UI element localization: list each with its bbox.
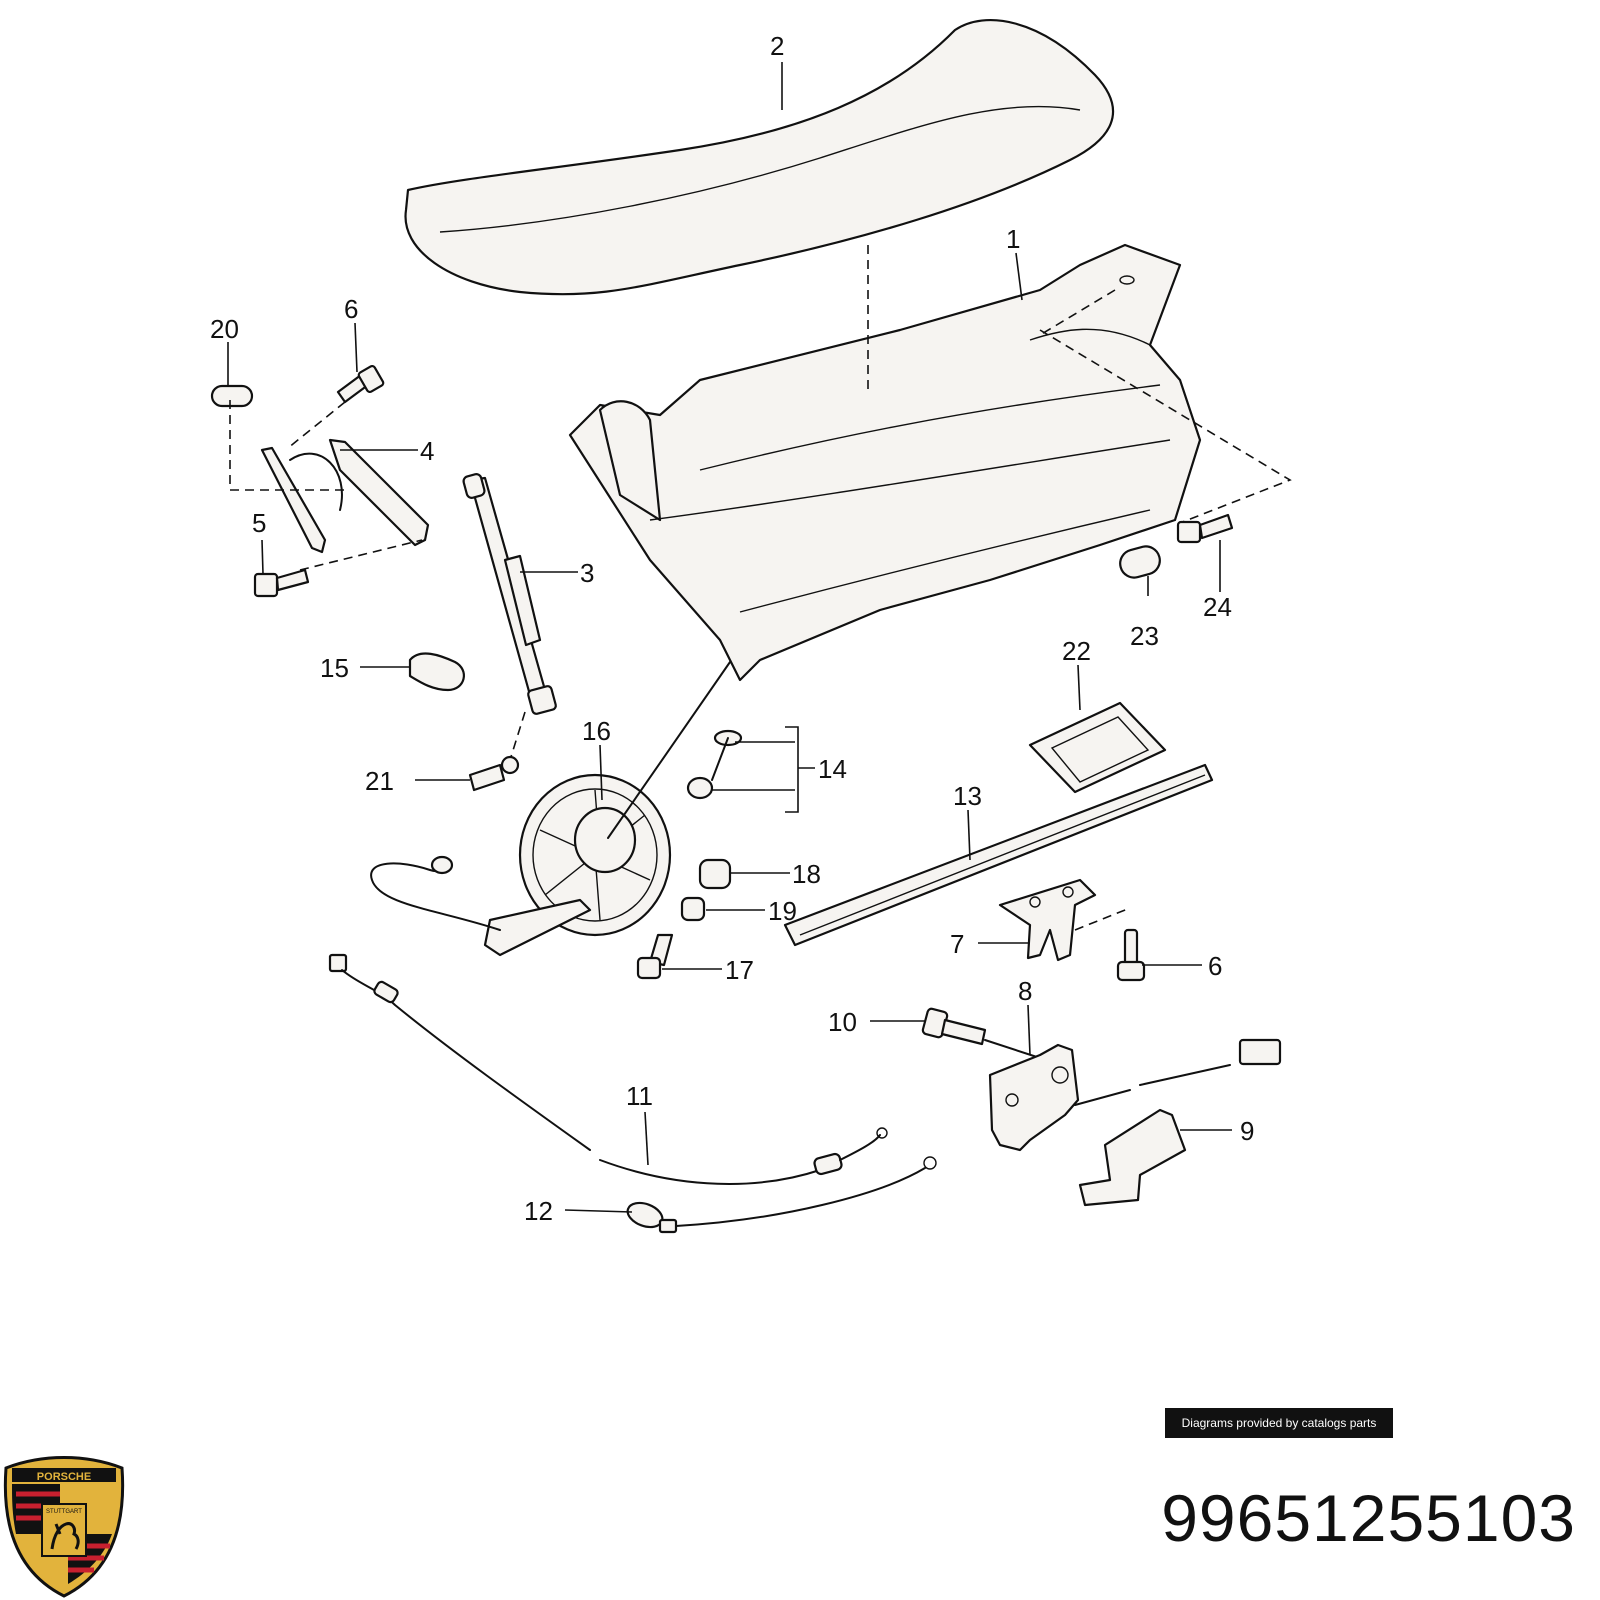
part-3-gas-strut — [462, 473, 557, 715]
callout-20: 20 — [210, 314, 239, 344]
callout-23: 23 — [1130, 621, 1159, 651]
callout-7: 7 — [950, 929, 964, 959]
part-14-grommets — [686, 729, 743, 800]
callout-2: 2 — [770, 31, 784, 61]
callout-16: 16 — [582, 716, 611, 746]
guide-hinge-bolt — [299, 539, 423, 571]
callout-18: 18 — [792, 859, 821, 889]
guide-bracket — [1074, 907, 1131, 931]
part-24-bolt — [1176, 513, 1234, 544]
part-11-release-cable — [328, 953, 888, 1185]
callout-labels: 2 1 6 20 4 5 3 15 21 16 14 22 13 18 19 1… — [210, 31, 1254, 1226]
part-22-seal — [1028, 701, 1167, 794]
part-6-bolt-right — [1116, 928, 1146, 982]
part-7-bracket — [998, 878, 1097, 962]
part-4-hinge — [260, 438, 430, 554]
guide-hinge — [287, 401, 346, 449]
callout-6: 6 — [344, 294, 358, 324]
svg-text:STUTTGART: STUTTGART — [46, 1509, 82, 1515]
callout-9: 9 — [1240, 1116, 1254, 1146]
part-5-bolt — [253, 568, 310, 598]
bracket-14 — [785, 726, 815, 813]
part-17-bolt — [636, 933, 674, 980]
part-19-bushing — [680, 896, 706, 922]
part-15-clip — [408, 652, 465, 692]
part-10-bolt — [921, 1007, 987, 1046]
part-23-cap — [1119, 545, 1161, 579]
callout-8: 8 — [1018, 976, 1032, 1006]
svg-text:PORSCHE: PORSCHE — [37, 1471, 91, 1483]
callout-10: 10 — [828, 1007, 857, 1037]
part-18-bushing — [698, 858, 732, 890]
part-9-bracket — [1078, 1108, 1187, 1207]
part-number: 99651255103 — [1161, 1481, 1576, 1555]
guide-lid-right — [1039, 329, 1292, 524]
part-8-latch — [988, 1038, 1282, 1152]
callout-12: 12 — [524, 1196, 553, 1226]
diagram-credit: Diagrams provided by catalogs parts — [1165, 1408, 1393, 1438]
part-2-spoiler — [404, 19, 1115, 296]
callout-21: 21 — [365, 766, 394, 796]
callout-24: 24 — [1203, 592, 1232, 622]
callout-1: 1 — [1006, 224, 1020, 254]
callout-3: 3 — [580, 558, 594, 588]
callout-17: 17 — [725, 955, 754, 985]
callout-22: 22 — [1062, 636, 1091, 666]
part-16-fan — [370, 773, 672, 957]
part-21-ballstud — [468, 755, 520, 792]
callout-13: 13 — [953, 781, 982, 811]
guide-fan — [607, 661, 731, 839]
part-6-bolt — [336, 364, 385, 404]
porsche-crest-logo: PORSCHE STUTTGART — [3, 1456, 125, 1598]
guide-latch — [984, 1039, 1041, 1059]
part-20-clip — [210, 384, 345, 491]
callout-4: 4 — [420, 436, 434, 466]
callout-15: 15 — [320, 653, 349, 683]
callout-11: 11 — [626, 1081, 653, 1111]
part-1-engine-lid — [568, 243, 1202, 682]
callout-6-right: 6 — [1208, 951, 1222, 981]
leader-lines — [227, 62, 1232, 1213]
guide-strut — [509, 711, 526, 761]
callout-14: 14 — [818, 754, 847, 784]
callout-19: 19 — [768, 896, 797, 926]
part-13-trim-strip — [783, 763, 1214, 947]
part-12-release-cable — [626, 1156, 937, 1234]
callout-5: 5 — [252, 508, 266, 538]
